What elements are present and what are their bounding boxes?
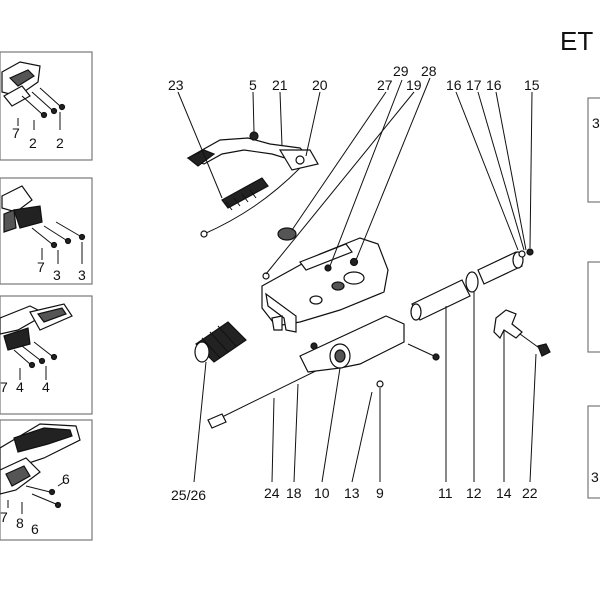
- callout-24: 24: [264, 485, 280, 501]
- brake-cable: [203, 167, 301, 235]
- washer-16: [518, 250, 526, 258]
- panel-3-label-a: 7: [0, 379, 8, 395]
- screw-28: [349, 257, 359, 267]
- screw-19: [262, 272, 270, 280]
- leader-lines: [177, 77, 537, 483]
- callout-22: 22: [522, 485, 538, 501]
- bolt-9-head: [432, 353, 440, 361]
- screw-29: [324, 264, 332, 272]
- washer-13: [376, 380, 384, 388]
- left-panel-4: 6 7 8 6: [0, 419, 93, 541]
- callout-28: 28: [421, 63, 437, 79]
- callout-19: 19: [406, 77, 422, 93]
- cap-27: [277, 227, 297, 241]
- callout-25-26: 25/26: [171, 487, 206, 503]
- left-panel-3: 7 4 4: [0, 295, 93, 415]
- callout-15: 15: [524, 77, 540, 93]
- cable-end: [200, 230, 208, 238]
- outer-tube: [477, 251, 524, 285]
- panel-4-label-d: 6: [31, 521, 39, 537]
- panel-4-label-a: 6: [62, 471, 70, 487]
- panel-4-label-c: 8: [16, 515, 24, 531]
- panel-2-label-a: 7: [37, 259, 45, 275]
- callout-23: 23: [168, 77, 184, 93]
- callout-9: 9: [376, 485, 384, 501]
- bolt-9: [407, 343, 435, 357]
- callout-20: 20: [312, 77, 328, 93]
- right-panel-1: 3: [587, 97, 600, 203]
- bolt-22: [519, 333, 551, 357]
- page-title-fragment: ET: [560, 26, 593, 56]
- callouts-top: 23 5 21 20 29 28 27 19 16 17 16 15: [168, 63, 540, 93]
- callout-17: 17: [466, 77, 482, 93]
- callout-5: 5: [249, 77, 257, 93]
- callout-14: 14: [496, 485, 512, 501]
- panel-3-label-c: 4: [42, 379, 50, 395]
- callout-11: 11: [438, 485, 453, 501]
- callout-27: 27: [377, 77, 393, 93]
- callout-16a: 16: [446, 77, 462, 93]
- coupling-housing: [261, 237, 389, 333]
- left-panel-2: 7 3 3: [0, 177, 93, 285]
- nut-5: [249, 131, 259, 141]
- ring-12: [465, 271, 479, 293]
- left-panel-1: 7 2 2: [0, 51, 93, 161]
- push-tube-body: [299, 315, 405, 373]
- panel-3-label-b: 4: [16, 379, 24, 395]
- panel-1-label-b: 2: [29, 135, 37, 151]
- inner-tube: [410, 279, 471, 321]
- nut-15: [526, 248, 534, 256]
- callout-16b: 16: [486, 77, 502, 93]
- panel-1-label-a: 7: [12, 125, 20, 141]
- right-panel-3-label: 3: [591, 469, 599, 485]
- bracket-14: [493, 309, 523, 340]
- tow-rod: [207, 363, 331, 429]
- callout-18: 18: [286, 485, 302, 501]
- panel-4-label-b: 7: [0, 509, 8, 525]
- right-panel-1-label: 3: [592, 115, 600, 131]
- callout-21: 21: [272, 77, 288, 93]
- callouts-bottom: 25/26 24 18 10 13 9 11 12 14 22: [171, 485, 538, 503]
- bellows-boot: [194, 321, 247, 363]
- callout-12: 12: [466, 485, 482, 501]
- callout-29: 29: [393, 63, 409, 79]
- panel-1-label-c: 2: [56, 135, 64, 151]
- panel-2-label-b: 3: [53, 267, 61, 283]
- right-panel-2: [587, 261, 600, 353]
- gas-spring: [221, 177, 269, 211]
- right-panel-3: 3: [587, 405, 600, 499]
- callout-13: 13: [344, 485, 360, 501]
- callout-10: 10: [314, 485, 330, 501]
- handbrake-lever: [186, 137, 319, 171]
- panel-2-label-c: 3: [78, 267, 86, 283]
